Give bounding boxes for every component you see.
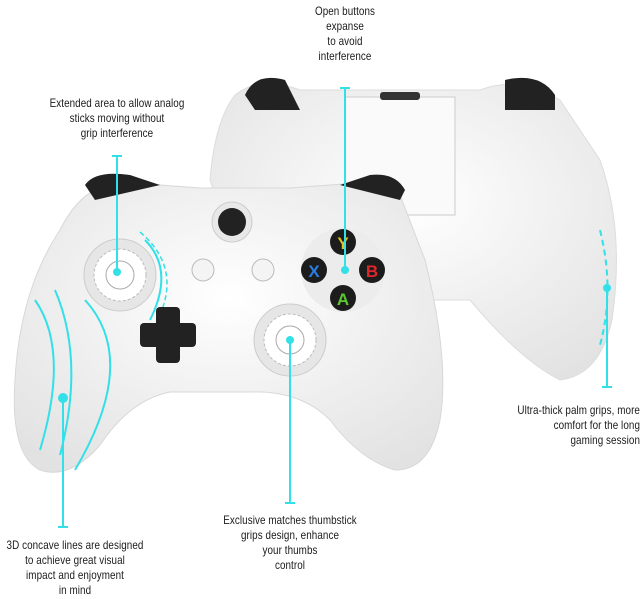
callout-line: in mind <box>58 583 92 597</box>
callout-line: Exclusive matches thumbstick <box>223 513 357 527</box>
front-controller: Y X B A <box>13 173 444 473</box>
callout-concave-lines: 3D concave lines are designed to achieve… <box>0 538 165 598</box>
view-button <box>191 258 215 282</box>
a-button: A <box>337 290 349 309</box>
callout-palm-grips: Ultra-thick palm grips, more comfort for… <box>460 403 640 448</box>
callout-line: to avoid <box>327 34 363 48</box>
callout-line: sticks moving without <box>69 111 165 125</box>
x-button: X <box>308 262 320 281</box>
callout-line: expanse <box>326 19 364 33</box>
callout-line: impact and enjoyment <box>26 568 124 582</box>
callout-line: comfort for the long <box>553 418 640 432</box>
callout-thumbstick-grips: Exclusive matches thumbstick grips desig… <box>200 513 380 573</box>
callout-extended-area: Extended area to allow analog sticks mov… <box>27 96 207 141</box>
callout-line: to achieve great visual <box>25 553 125 567</box>
b-button: B <box>366 262 378 281</box>
callout-line: Open buttons <box>314 4 376 18</box>
dpad <box>140 307 196 363</box>
callout-line: grip interference <box>80 126 154 140</box>
callout-line: control <box>274 558 306 572</box>
back-trigger-right <box>505 77 555 110</box>
callout-line: your thumbs <box>262 543 318 557</box>
callout-line: grips design, enhance <box>240 528 340 542</box>
callout-line: gaming session <box>570 433 640 447</box>
callout-line: Extended area to allow analog <box>49 96 185 110</box>
menu-button <box>251 258 275 282</box>
y-button: Y <box>337 234 349 253</box>
callout-line: 3D concave lines are designed <box>6 538 144 552</box>
callout-lines <box>58 87 612 528</box>
callout-line: Ultra-thick palm grips, more <box>517 403 640 417</box>
left-thumbstick <box>93 248 147 302</box>
xbox-button <box>218 208 246 236</box>
callout-line: interference <box>318 49 372 63</box>
back-trigger-left <box>245 77 300 110</box>
callout-open-buttons: Open buttons expanse to avoid interferen… <box>300 4 390 64</box>
